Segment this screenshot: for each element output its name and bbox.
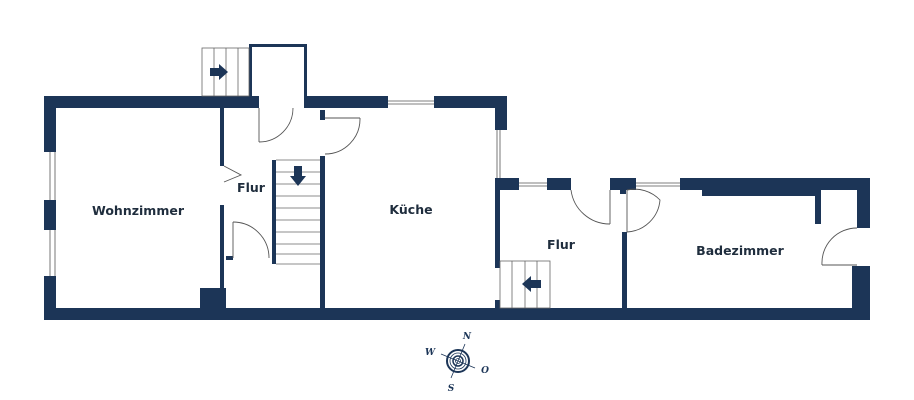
room-label-flur-2: Flur bbox=[547, 237, 576, 252]
room-label-kueche: Küche bbox=[389, 202, 432, 217]
doors bbox=[223, 107, 858, 266]
compass-west: W bbox=[425, 348, 436, 358]
compass-north: N bbox=[462, 332, 472, 342]
walls bbox=[44, 44, 870, 320]
compass-south: S bbox=[448, 384, 455, 394]
arrow-down-icon bbox=[290, 166, 306, 186]
stairs-interior bbox=[276, 159, 320, 265]
room-label-wohnzimmer: Wohnzimmer bbox=[92, 203, 185, 218]
compass-icon: N W O S bbox=[425, 332, 489, 394]
arrow-right-icon bbox=[210, 64, 228, 80]
room-label-badezimmer: Badezimmer bbox=[696, 243, 784, 258]
windows bbox=[49, 100, 680, 276]
compass-east: O bbox=[481, 366, 489, 376]
room-label-flur-1: Flur bbox=[237, 180, 266, 195]
arrow-left-icon bbox=[522, 276, 541, 292]
